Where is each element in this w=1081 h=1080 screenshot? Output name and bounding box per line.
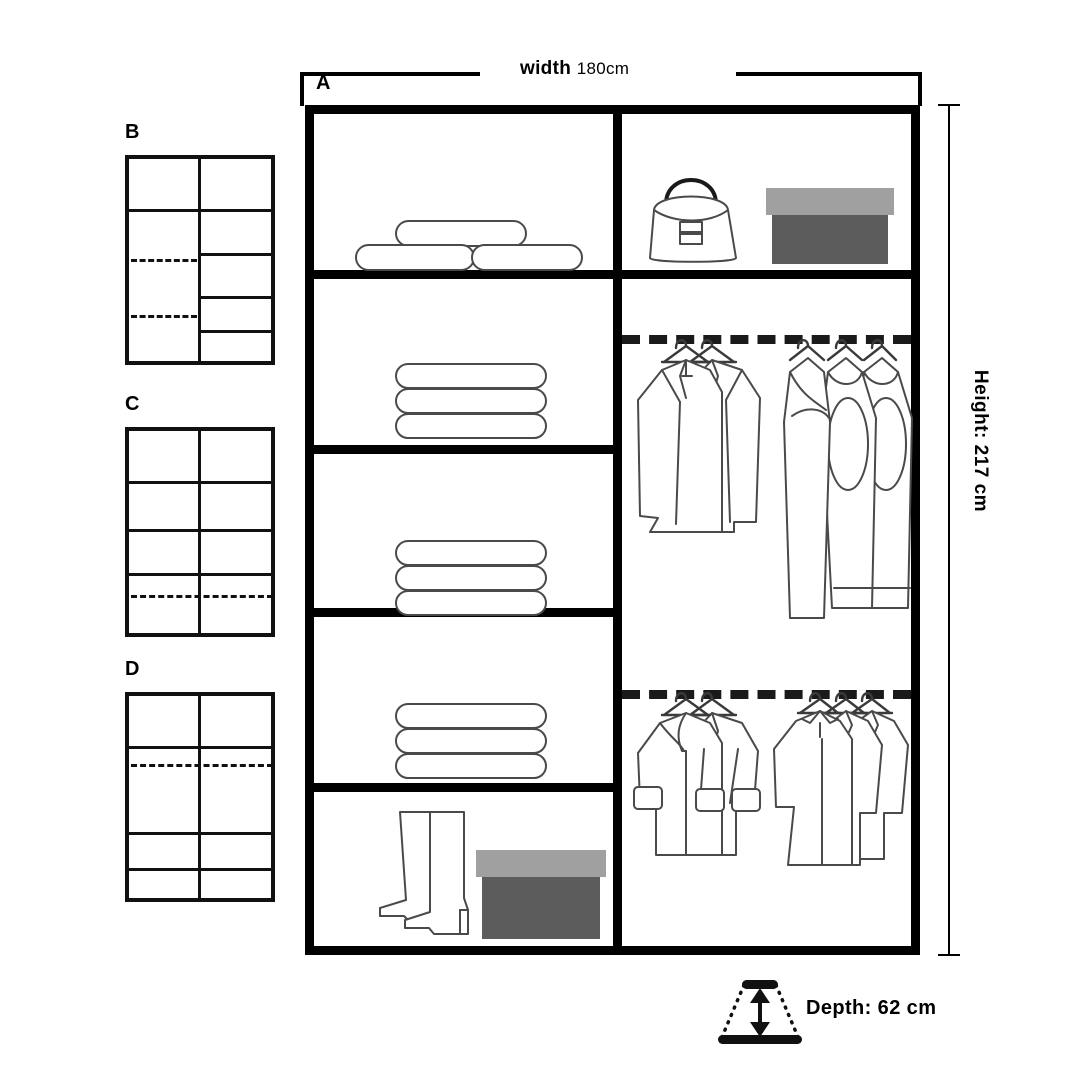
variant-c-code: C [125, 393, 140, 415]
dress-icon [783, 339, 831, 619]
width-tick-left [300, 72, 304, 106]
handbag-and-box-group [644, 166, 894, 264]
boots-and-box-group [356, 804, 606, 949]
variant-d-shelf-1 [129, 746, 275, 749]
variant-b-frame [125, 155, 275, 365]
shirt-icon [773, 692, 853, 866]
variant-c-rail-1 [131, 595, 273, 598]
handbag-icon [649, 178, 894, 264]
variant-d-rail-1 [131, 764, 273, 767]
depth-icon [718, 980, 802, 1044]
wardrobe-frame [305, 105, 920, 955]
width-dimension-label: width 180cm [520, 58, 629, 80]
rolled-items-icon [355, 220, 583, 271]
variant-c-shelf-1 [129, 481, 275, 484]
depth-legend: Depth: 62 cm [716, 975, 1036, 1050]
variant-c-shelf-3 [129, 573, 275, 576]
width-dimension-line-right [736, 72, 922, 76]
variant-c-shelf-2 [129, 529, 275, 532]
hanging-rail-lower [622, 690, 911, 699]
shelf-left-2 [314, 445, 613, 454]
variant-d-frame [125, 692, 275, 902]
folded-linens-group-3 [394, 702, 554, 782]
variant-c-divider [198, 431, 201, 633]
variant-b-shelf-right-2 [198, 253, 275, 256]
variant-b-rail-left-2 [131, 315, 197, 318]
blazer-icon [637, 339, 723, 533]
shelf-left-4 [314, 783, 613, 792]
folded-linens-group-1 [394, 362, 554, 442]
storage-box-icon [476, 850, 606, 939]
blazers-and-dresses-icon [637, 339, 913, 619]
coat-icon [633, 692, 725, 856]
height-dimension: Height: 217 cm [930, 100, 991, 960]
folded-linens-group-2 [394, 539, 554, 619]
coats-and-shirts-icon [633, 692, 909, 866]
hanging-rail-upper [622, 335, 911, 344]
lower-rail-garments [626, 679, 916, 889]
folded-linens-icon [395, 540, 547, 616]
variant-b-shelf-left-1 [129, 209, 199, 212]
shelf-left-1 [314, 270, 613, 279]
variant-d-shelf-3 [129, 868, 275, 871]
center-divider [613, 114, 622, 946]
variant-d-code: D [125, 658, 140, 680]
width-dimension-line [300, 72, 480, 76]
folded-linens-icon [395, 703, 547, 779]
depth-label: Depth: 62 cm [806, 997, 937, 1019]
variant-b-code: B [125, 121, 140, 143]
variant-b-rail-left-1 [131, 259, 197, 262]
variant-b-shelf-right-4 [198, 330, 275, 333]
variant-d-shelf-2 [129, 832, 275, 835]
height-dimension-line [948, 104, 950, 956]
height-dimension-label: Height: 217 cm [970, 369, 991, 513]
variant-c-frame [125, 427, 275, 637]
folded-linens-icon [395, 363, 547, 439]
variant-b-shelf-right-3 [198, 296, 275, 299]
boots-icon [379, 811, 606, 939]
storage-box-icon [766, 188, 894, 264]
width-tick-right [918, 72, 922, 106]
height-tick-top [938, 104, 960, 106]
variant-b-divider [198, 159, 201, 361]
variant-b-shelf-right-1 [198, 209, 275, 212]
layout-code-a: A [316, 72, 331, 94]
shelf-right-1 [622, 270, 911, 279]
width-dimension: width 180cm [296, 58, 716, 110]
upper-rail-garments [626, 326, 916, 626]
variant-d-divider [198, 696, 201, 898]
height-tick-bottom [938, 954, 960, 956]
width-label-text: width [520, 58, 572, 79]
rolled-items-group [354, 219, 584, 274]
width-value-text: 180cm [576, 59, 630, 78]
